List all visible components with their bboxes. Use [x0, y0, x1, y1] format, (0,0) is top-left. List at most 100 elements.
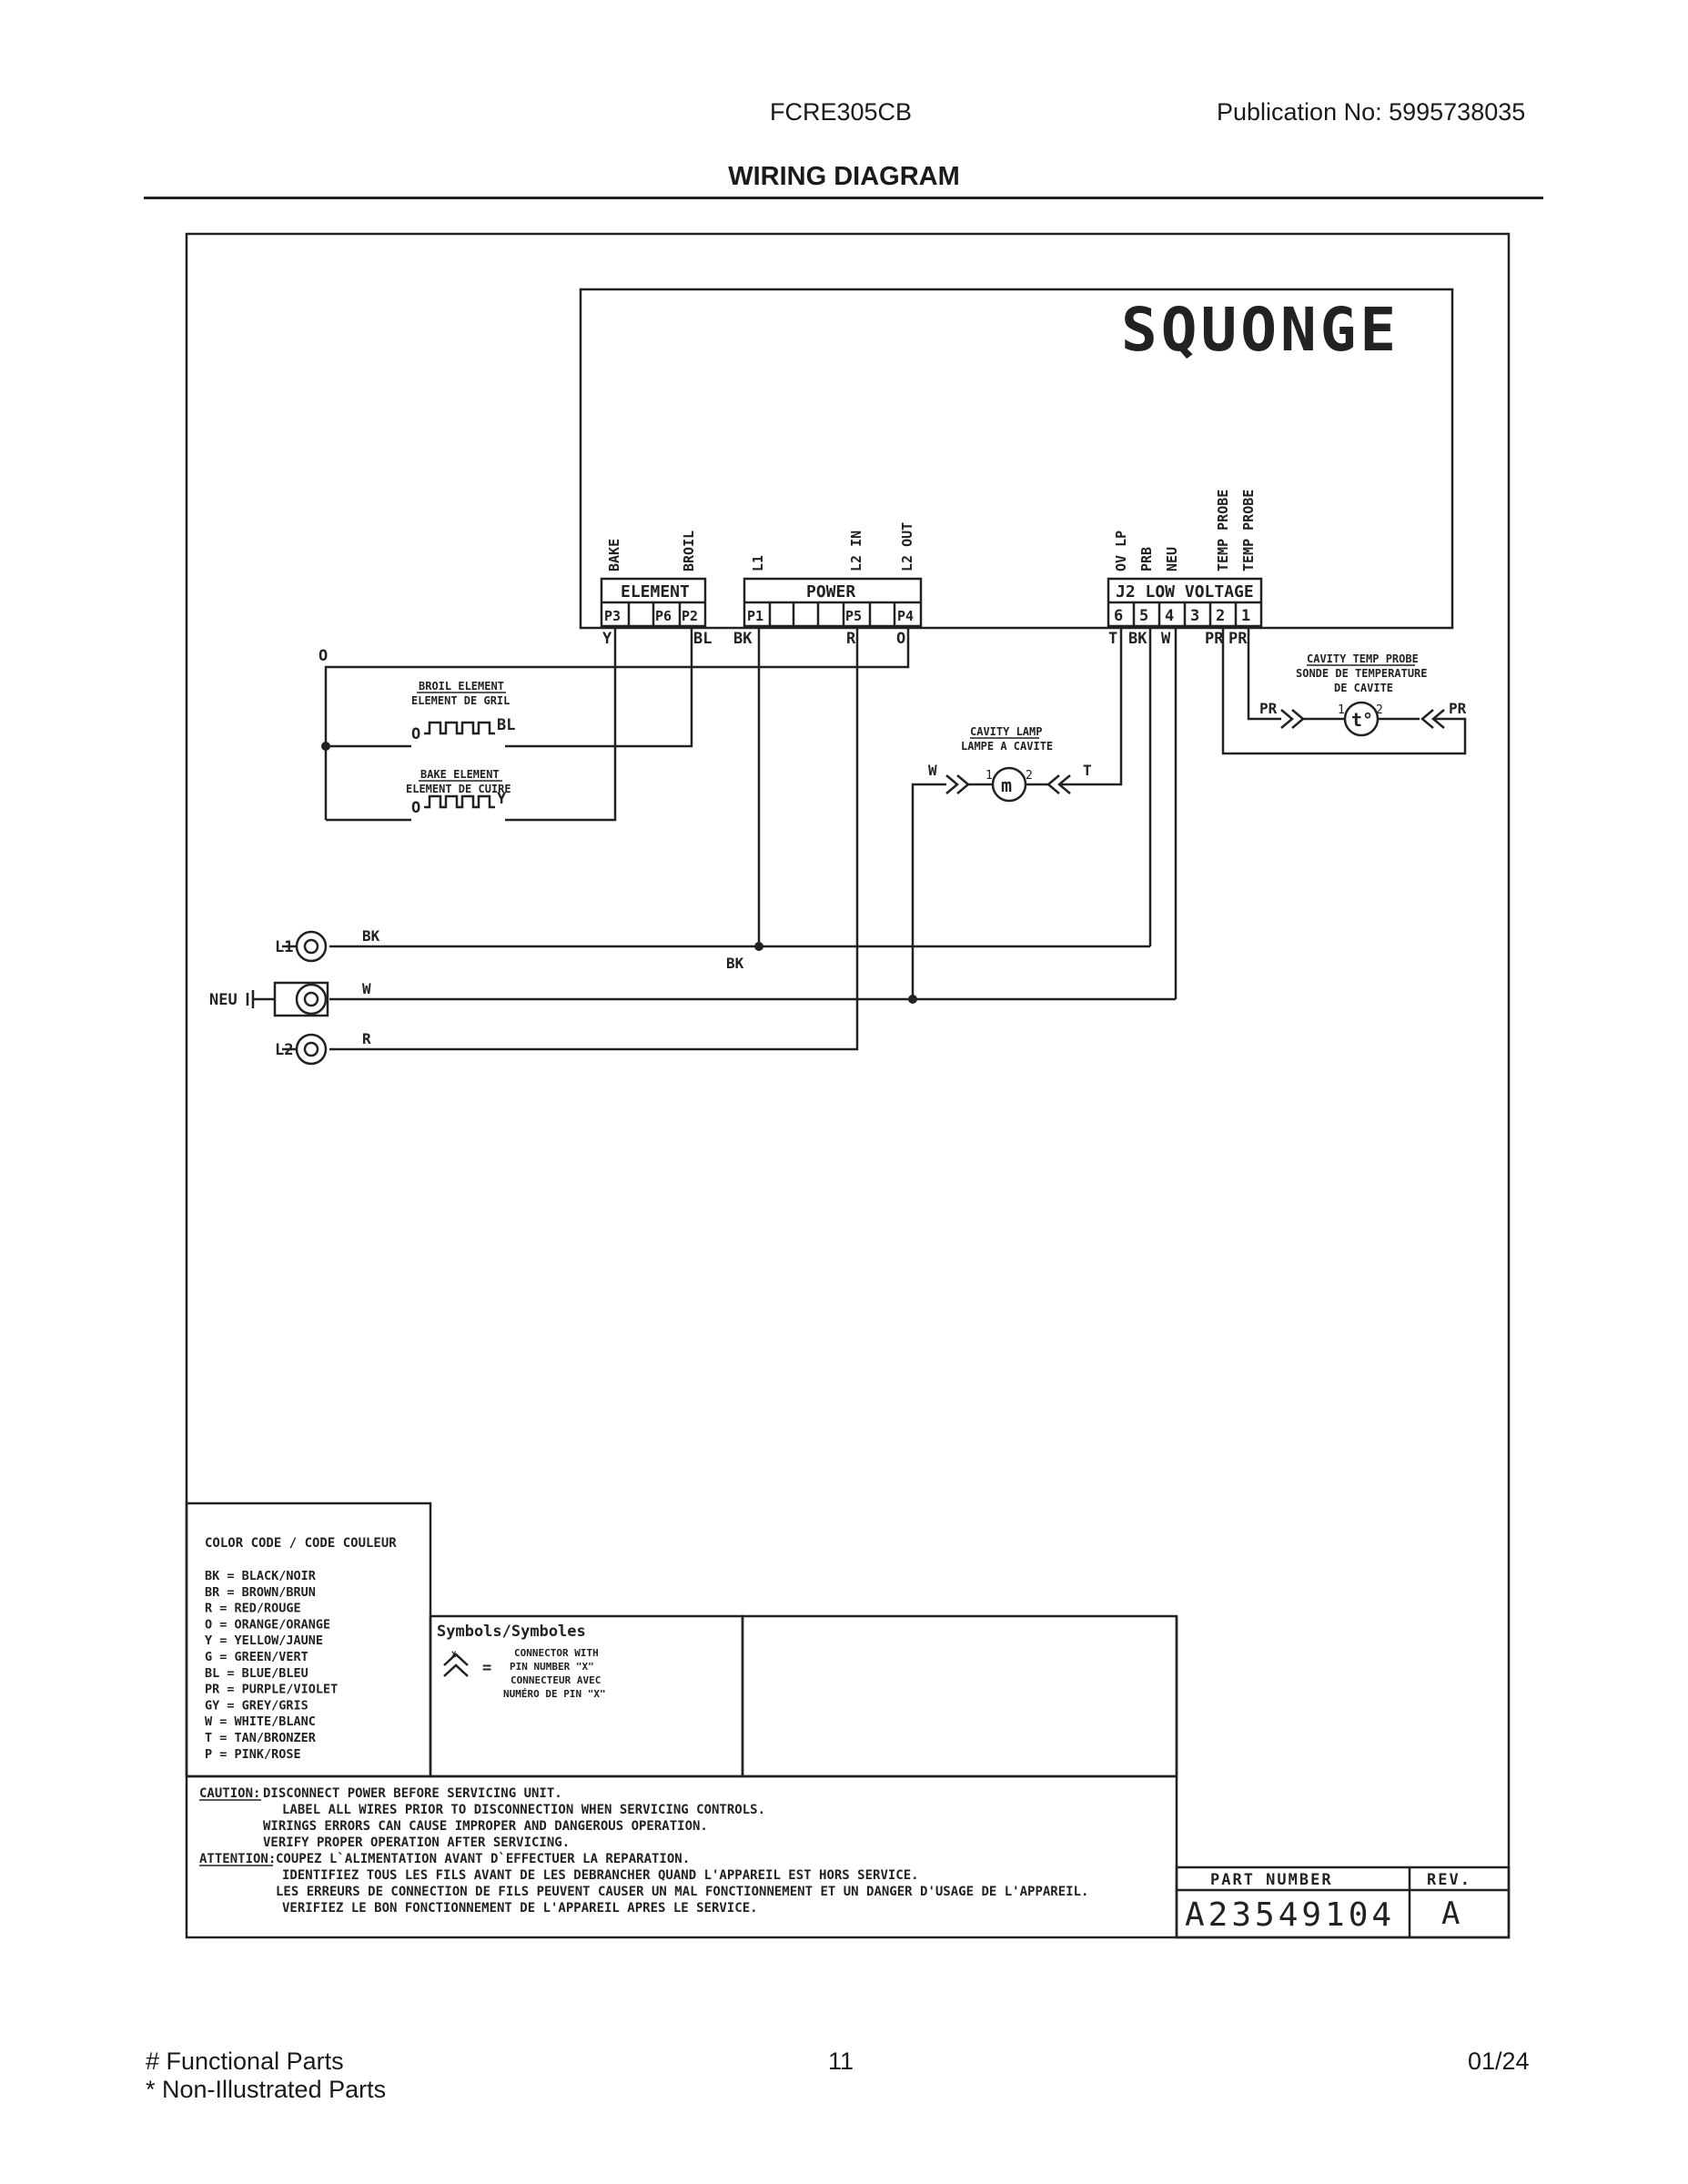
diagram-label: PR	[1205, 630, 1224, 648]
title-block	[1175, 1866, 1511, 1939]
caution-label: CAUTION:	[199, 1786, 260, 1801]
terminal-neu: NEU	[209, 991, 238, 1009]
revision: A	[1441, 1896, 1460, 1932]
tag-broil: BROIL	[681, 531, 697, 571]
tag-bake: BAKE	[606, 539, 622, 571]
diagram-label: BK	[362, 927, 380, 945]
diagram-label: W	[928, 762, 937, 779]
diagram-label: Y	[497, 790, 507, 808]
diagram-label: O	[411, 725, 420, 743]
legend-item: BK = BLACK/NOIR	[205, 1569, 317, 1583]
diagram-label: PR	[1259, 700, 1278, 717]
tag-l2-in: L2 IN	[848, 531, 864, 571]
legend-item: PR = PURPLE/VIOLET	[205, 1683, 338, 1697]
diagram-label: P4	[897, 608, 914, 624]
diagram-label: BK	[733, 630, 753, 648]
terminal-l2: L2	[275, 1041, 293, 1059]
diagram-label: m	[1001, 774, 1012, 796]
tag-l1: L1	[750, 555, 766, 571]
tag-l2-out: L2 OUT	[899, 522, 915, 571]
diagram-label: LAMPE A CAVITE	[961, 740, 1053, 753]
diagram-label: SONDE DE TEMPERATURE	[1296, 667, 1428, 680]
diagram-label: 3	[1190, 607, 1199, 625]
cavity-probe-title: CAVITY TEMP PROBE	[1307, 652, 1419, 665]
diagram-label: P6	[655, 608, 672, 624]
page-number: 11	[828, 2048, 854, 2075]
rev-label: REV.	[1427, 1871, 1471, 1889]
diagram-label: P5	[845, 608, 862, 624]
diagram-label: CONNECTEUR AVEC	[510, 1674, 601, 1686]
diagram-label: PIN NUMBER "X"	[510, 1661, 594, 1673]
diagram-label: R	[846, 630, 856, 648]
diagram-label: =	[482, 1659, 491, 1677]
diagram-label: 2	[1216, 607, 1225, 625]
diagram-label: P1	[747, 608, 763, 624]
diagram-label: PR	[1449, 700, 1467, 717]
bake-element-title: BAKE ELEMENT	[420, 768, 500, 781]
power-block-label: POWER	[806, 582, 855, 602]
control-board	[579, 288, 1454, 630]
diagram-label: BL	[497, 716, 515, 734]
diagram-label: NUMÉRO DE PIN "X"	[503, 1688, 606, 1700]
legend-item: BL = BLUE/BLEU	[205, 1666, 308, 1681]
diagram-label: 1	[986, 769, 993, 783]
diagram-label: O	[896, 630, 905, 648]
junction-label: BK	[726, 955, 744, 972]
diagram-label: 1	[1338, 703, 1345, 717]
diagram-label: DISCONNECT POWER BEFORE SERVICING UNIT.	[263, 1786, 562, 1801]
legend-item: G = GREEN/VERT	[205, 1650, 308, 1664]
footer-date: 01/24	[1468, 2048, 1530, 2075]
diagram-label: W	[1161, 630, 1171, 648]
header-rule	[144, 197, 1543, 199]
diagram-label: O	[411, 799, 420, 817]
footer-functional-parts: # Functional Parts	[146, 2048, 344, 2075]
diagram-label: T	[1108, 630, 1117, 648]
diagram-label: P2	[682, 608, 698, 624]
legend-item: W = WHITE/BLANC	[205, 1714, 316, 1729]
diagram-label: CONNECTOR WITH	[514, 1647, 599, 1659]
diagram-label: 4	[1165, 607, 1174, 625]
legend-item: P = PINK/ROSE	[205, 1747, 301, 1762]
control-name: SQUONGE	[1121, 295, 1400, 365]
diagram-label: ELEMENT DE CUIRE	[406, 783, 511, 795]
footer-non-illustrated-parts: * Non-Illustrated Parts	[146, 2076, 387, 2103]
broil-element-title: BROIL ELEMENT	[419, 680, 504, 693]
diagram-label: O	[318, 647, 328, 665]
diagram-label: WIRINGS ERRORS CAN CAUSE IMPROPER AND DA…	[263, 1819, 708, 1834]
cavity-lamp-title: CAVITY LAMP	[970, 725, 1042, 738]
diagram-label: ELEMENT DE GRIL	[411, 694, 510, 707]
diagram-label: W	[362, 980, 371, 997]
part-number-label: PART NUMBER	[1210, 1871, 1333, 1889]
diagram-label: Y	[602, 630, 612, 648]
diagram-label: R	[362, 1030, 371, 1047]
diagram-label: COUPEZ L`ALIMENTATION AVANT D`EFFECTUER …	[276, 1852, 690, 1866]
diagram-label: VERIFIEZ LE BON FONCTIONNEMENT DE L'APPA…	[282, 1901, 758, 1916]
diagram-label: DE CAVITE	[1334, 682, 1393, 694]
tag-temp-probe-1: TEMP PROBE	[1215, 490, 1231, 571]
part-number: A23549104	[1185, 1896, 1395, 1934]
diagram-label: 2	[1376, 703, 1383, 717]
diagram-label: PR	[1228, 630, 1248, 648]
symbols-title: Symbols/Symboles	[437, 1623, 586, 1641]
publication-number: Publication No: 5995738035	[1217, 98, 1526, 126]
tag-temp-probe-2: TEMP PROBE	[1240, 490, 1257, 571]
diagram-frame	[185, 232, 1511, 1939]
diagram-label: 5	[1139, 607, 1148, 625]
terminal-l1: L1	[275, 938, 293, 956]
legend-item: R = RED/ROUGE	[205, 1602, 301, 1616]
tag-ov-lp: OV LP	[1113, 531, 1129, 571]
diagram-label: 6	[1114, 607, 1123, 625]
diagram-label: P3	[604, 608, 621, 624]
legend-item: Y = YELLOW/JAUNE	[205, 1633, 323, 1648]
j2-block-label: J2 LOW VOLTAGE	[1116, 582, 1254, 602]
tag-neu: NEU	[1164, 547, 1180, 571]
diagram-label: VERIFY PROPER OPERATION AFTER SERVICING.	[263, 1835, 570, 1850]
legend-title: COLOR CODE / CODE COULEUR	[205, 1536, 397, 1551]
tag-prb: PRB	[1138, 547, 1155, 571]
element-block-label: ELEMENT	[621, 582, 690, 602]
attention-label: ATTENTION:	[199, 1852, 276, 1866]
diagram-label: BL	[693, 630, 712, 648]
diagram-label: X	[451, 1651, 457, 1660]
diagram-label: LABEL ALL WIRES PRIOR TO DISCONNECTION W…	[282, 1803, 765, 1817]
